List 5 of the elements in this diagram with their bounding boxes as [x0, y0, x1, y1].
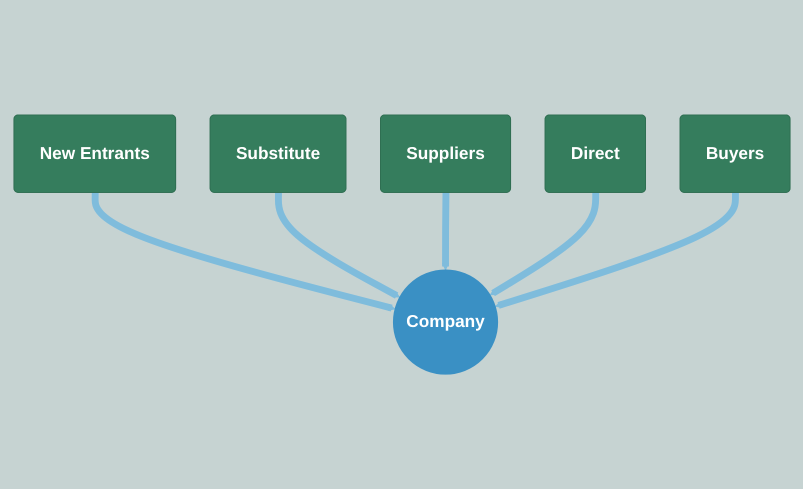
arrow	[494, 192, 738, 309]
arrow	[441, 192, 449, 270]
arrow	[489, 192, 599, 296]
node-circle: Company	[392, 269, 498, 375]
arrow	[274, 192, 400, 299]
